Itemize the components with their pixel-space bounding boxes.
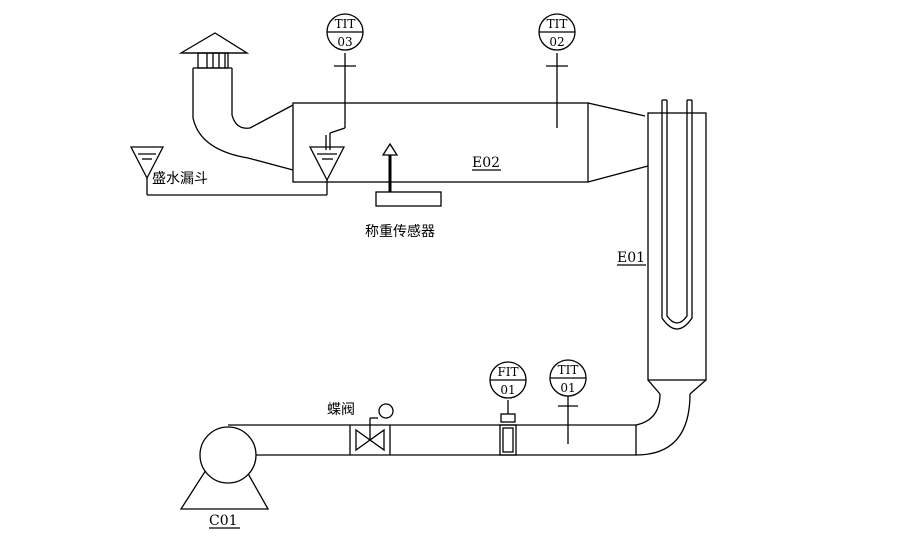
fit01-tag-bottom: 01 [500,383,515,397]
instrument-tit02: TIT 02 [538,13,576,51]
water-funnel [129,146,327,196]
tit02-tag-bottom: 02 [549,35,564,49]
tit03-tag-bottom: 03 [337,35,352,49]
fit01-tag-top: FIT [497,365,518,379]
tit02-tag-top: TIT [547,17,568,31]
fan-c01 [179,426,270,510]
label-butterfly-valve: 蝶阀 [327,402,355,418]
tit03-probe [325,53,356,150]
exhaust-duct [192,67,294,171]
label-e01: E01 [617,250,645,266]
tit01-tag-top: TIT [558,363,579,377]
vessel-e02 [292,102,649,183]
instrument-tit01: TIT 01 [549,359,587,397]
internal-funnel [308,146,346,195]
butterfly-valve [349,403,394,455]
label-c01: C01 [209,513,238,529]
tit03-tag-top: TIT [335,17,356,31]
instrument-tit03: TIT 03 [326,13,364,51]
tit01-tag-bottom: 01 [560,381,575,395]
label-water-funnel: 盛水漏斗 [152,171,208,187]
flow-meter [499,400,517,456]
label-load-cell: 称重传感器 [365,223,435,240]
tit01-probe [558,396,578,444]
tit02-probe [546,53,568,128]
main-pipe [228,424,637,456]
load-cell [375,142,442,207]
label-e02: E02 [472,155,500,171]
vessel-e01 [647,99,707,395]
return-elbow [635,393,691,456]
rain-cap [178,32,250,69]
instrument-fit01: FIT 01 [489,361,527,399]
